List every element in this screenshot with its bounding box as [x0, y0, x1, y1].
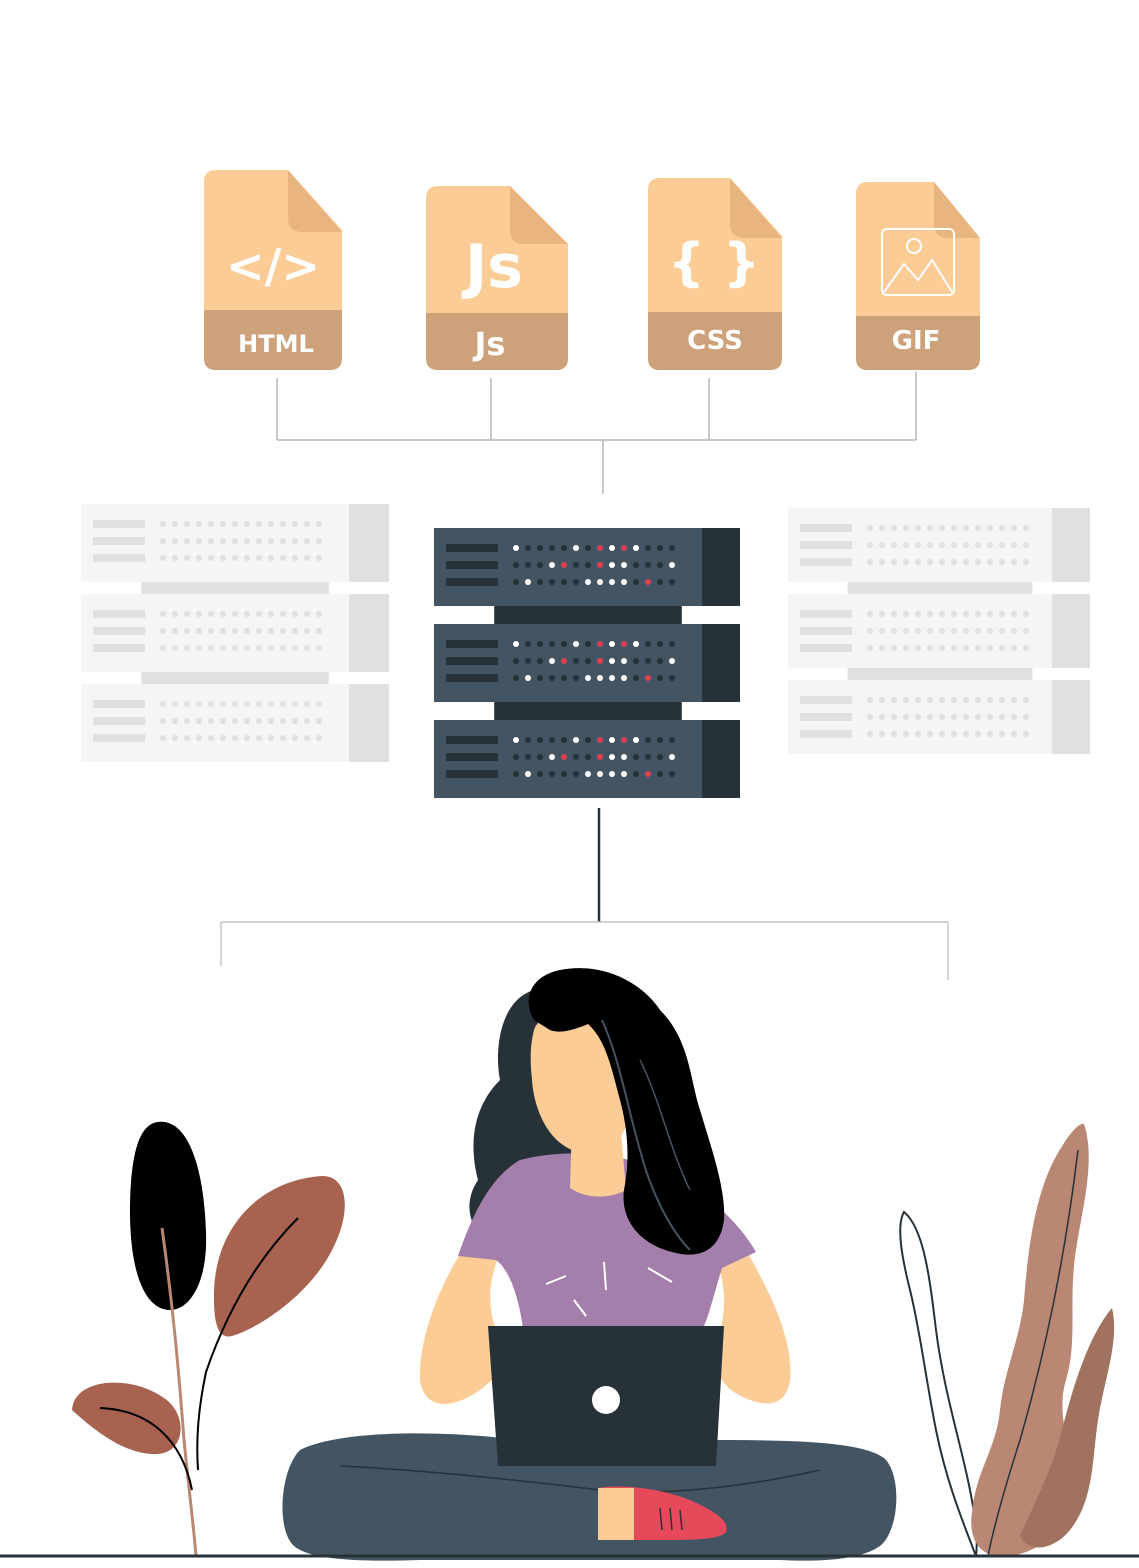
- server-unit: [434, 624, 740, 702]
- server-unit: [434, 720, 740, 798]
- arm-left: [419, 1240, 503, 1404]
- file-connector: [276, 372, 917, 494]
- server-rack-right: [788, 508, 1090, 754]
- server-unit: [434, 528, 740, 606]
- file-label-css: CSS: [687, 326, 743, 356]
- file-label-html: HTML: [238, 330, 314, 358]
- plant-right: [899, 1123, 1115, 1557]
- server-rack-main: [434, 528, 740, 798]
- code-icon: </>: [226, 239, 320, 293]
- file-html-icon: </> HTML: [204, 170, 342, 370]
- server-unit: [81, 684, 389, 762]
- image-icon: [881, 228, 955, 296]
- server-unit: [81, 504, 389, 582]
- plant-left: [72, 1121, 345, 1557]
- laptop-logo-icon: [592, 1386, 620, 1414]
- file-js-icon: Js Js: [426, 186, 568, 370]
- file-gif-icon: GIF: [856, 182, 980, 370]
- server-unit: [788, 508, 1090, 582]
- file-css-icon: { } CSS: [648, 178, 782, 370]
- file-label-gif: GIF: [892, 326, 941, 356]
- server-unit: [788, 594, 1090, 668]
- server-rack-left: [81, 504, 389, 762]
- arm-right: [712, 1240, 791, 1404]
- person-illustration: [282, 968, 897, 1561]
- network-connector: [220, 808, 949, 980]
- file-label-js: Js: [473, 325, 506, 363]
- hair-front: [528, 968, 725, 1255]
- js-icon: Js: [461, 232, 523, 302]
- laptop: [488, 1326, 724, 1466]
- legs: [282, 1433, 897, 1561]
- server-unit: [788, 680, 1090, 754]
- braces-icon: { }: [668, 233, 760, 293]
- server-unit: [81, 594, 389, 672]
